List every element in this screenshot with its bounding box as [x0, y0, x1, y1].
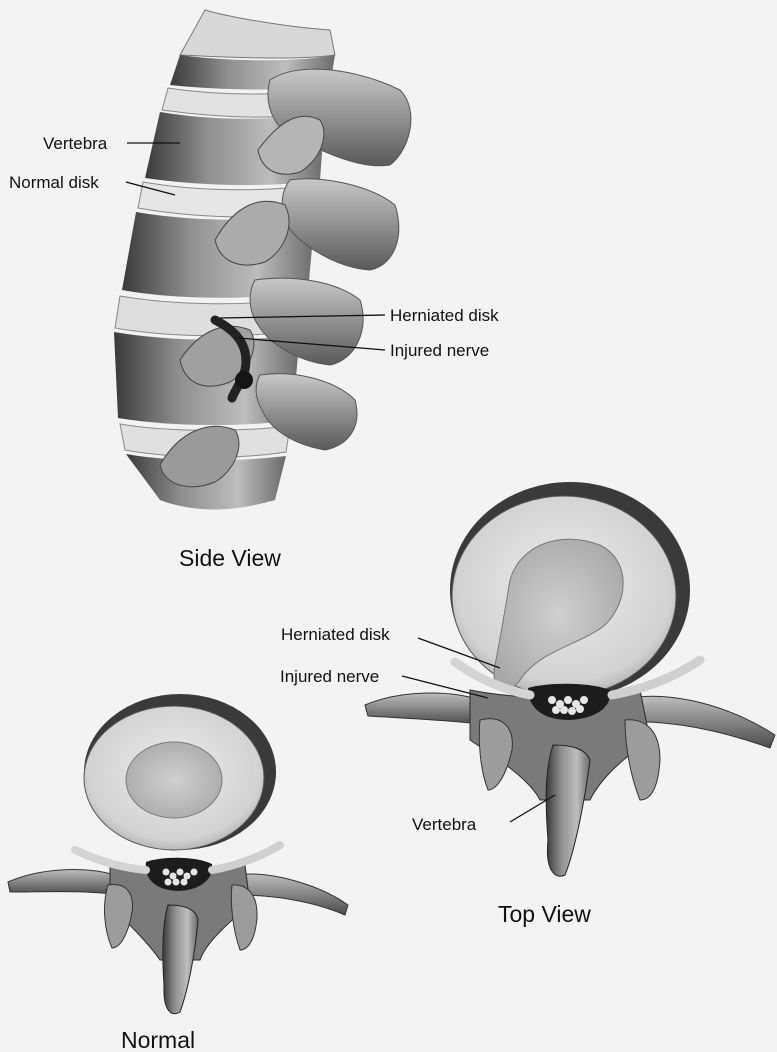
- normal-spinous-process: [163, 905, 198, 1014]
- normal-left-facet: [105, 884, 133, 948]
- side-nerve-foramen: [235, 371, 253, 389]
- normal-right-nerve-root: [212, 845, 280, 870]
- side-label-injured-nerve: Injured nerve: [390, 341, 489, 360]
- top-label-herniated-disk: Herniated disk: [281, 625, 390, 644]
- top-spinous-process: [546, 745, 590, 876]
- side-label-vertebra: Vertebra: [43, 134, 108, 153]
- upper-vertebra-body: [180, 10, 335, 58]
- top-label-vertebra: Vertebra: [412, 815, 477, 834]
- normal-left-wing: [8, 870, 120, 895]
- side-label-normal-disk: Normal disk: [9, 173, 99, 192]
- side-view-caption: Side View: [179, 545, 281, 571]
- normal-view-illustration: [8, 694, 348, 1014]
- top-left-facet: [479, 719, 512, 790]
- top-right-facet: [625, 720, 660, 800]
- top-view-caption: Top View: [498, 901, 591, 927]
- top-label-injured-nerve: Injured nerve: [280, 667, 379, 686]
- normal-view-caption: Normal: [121, 1027, 195, 1052]
- normal-left-nerve-root: [75, 850, 146, 870]
- normal-nucleus: [126, 742, 222, 818]
- side-label-herniated-disk: Herniated disk: [390, 306, 499, 325]
- side-view-illustration: [114, 10, 411, 509]
